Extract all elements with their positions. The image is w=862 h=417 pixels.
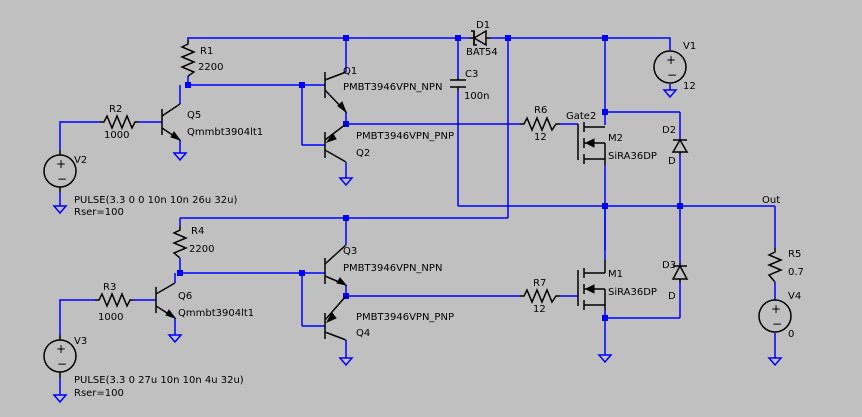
component-labels: R1 2200 R2 1000 R3 1000 R4 2200 R5 0.7 R… [74, 20, 804, 399]
svg-text:+: + [56, 342, 66, 356]
transistor-q2[interactable] [324, 123, 347, 163]
transistor-q6[interactable] [155, 282, 177, 319]
label-m2: M2 [608, 133, 623, 144]
label-r1-value: 2200 [198, 62, 223, 73]
label-r4: R4 [191, 226, 204, 237]
diode-d1[interactable] [470, 29, 490, 47]
voltage-source-v4[interactable]: + − [758, 299, 792, 333]
label-m1: M1 [608, 269, 623, 280]
wires [59, 37, 776, 395]
mosfet-m2[interactable] [577, 122, 606, 165]
label-v2-value: PULSE(3.3 0 0 10n 10n 26u 32u) [74, 195, 237, 206]
label-q1-model: PMBT3946VPN_NPN [343, 82, 442, 93]
label-q6-model: Qmmbt3904lt1 [178, 308, 254, 319]
label-m2-model: SiRA36DP [608, 151, 657, 162]
label-d1: D1 [476, 20, 490, 31]
label-q5: Q5 [187, 110, 201, 121]
label-q6: Q6 [178, 291, 192, 302]
label-r7: R7 [533, 278, 546, 289]
label-v4-value: 0 [788, 329, 794, 340]
label-q2-model: PMBT3946VPN_PNP [356, 131, 454, 142]
label-r7-value: 12 [533, 304, 546, 315]
net-label-out: Out [762, 195, 780, 206]
label-c3: C3 [465, 69, 478, 80]
transistor-q1[interactable] [324, 71, 348, 114]
voltage-source-v2[interactable]: + − [43, 150, 77, 192]
ground-symbols [52, 89, 783, 404]
resistor-r6[interactable] [520, 116, 560, 132]
label-v4: V4 [788, 291, 801, 302]
label-q4-model: PMBT3946VPN_PNP [356, 312, 454, 323]
svg-text:+: + [56, 157, 66, 171]
svg-text:−: − [667, 68, 677, 82]
label-v3-rser: Rser=100 [74, 388, 124, 399]
diode-d2[interactable] [671, 138, 689, 155]
label-v2: V2 [74, 155, 87, 166]
label-q1: Q1 [343, 66, 357, 77]
label-r6-value: 12 [534, 132, 547, 143]
resistor-r2[interactable] [100, 114, 138, 130]
mosfet-m1[interactable] [577, 260, 606, 310]
label-q3-model: PMBT3946VPN_NPN [343, 263, 442, 274]
label-d2-model: D [668, 156, 676, 167]
label-v3-value: PULSE(3.3 0 27u 10n 10n 4u 32u) [74, 375, 244, 386]
resistor-r3[interactable] [95, 292, 133, 308]
transistor-q5[interactable] [161, 103, 182, 141]
label-r1: R1 [200, 46, 213, 57]
capacitor-c3[interactable] [450, 78, 466, 90]
label-v1: V1 [683, 41, 696, 52]
label-d1-model: BAT54 [466, 47, 498, 58]
transistor-q4[interactable] [324, 295, 347, 341]
label-r6: R6 [534, 105, 547, 116]
label-r4-value: 2200 [189, 244, 214, 255]
label-d2: D2 [662, 125, 676, 136]
label-c3-value: 100n [464, 91, 489, 102]
resistor-r1[interactable] [180, 40, 196, 77]
resistor-r4[interactable] [172, 226, 188, 259]
voltage-source-v1[interactable]: + − [653, 50, 687, 84]
transistor-q3[interactable] [324, 244, 348, 286]
label-r2-value: 1000 [104, 130, 129, 141]
label-r5-value: 0.7 [788, 267, 804, 278]
net-label-gate2: Gate2 [566, 111, 596, 122]
label-m1-model: SiRA36DP [608, 287, 657, 298]
diode-d3[interactable] [671, 263, 689, 282]
label-v3: V3 [74, 336, 87, 347]
label-v1-value: 12 [683, 81, 696, 92]
label-r3: R3 [103, 282, 116, 293]
label-r3-value: 1000 [98, 312, 123, 323]
svg-text:+: + [666, 53, 676, 67]
label-r2: R2 [109, 104, 122, 115]
resistor-r5[interactable] [767, 248, 783, 283]
voltage-source-v3[interactable]: + − [43, 335, 77, 378]
label-v2-rser: Rser=100 [74, 207, 124, 218]
resistor-r7[interactable] [520, 288, 560, 304]
label-q3: Q3 [343, 246, 357, 257]
label-d3: D3 [662, 260, 676, 271]
svg-text:−: − [772, 317, 782, 331]
label-q5-model: Qmmbt3904lt1 [187, 127, 263, 138]
svg-text:+: + [771, 302, 781, 316]
label-q4: Q4 [356, 328, 370, 339]
svg-text:−: − [57, 357, 67, 371]
svg-text:−: − [57, 172, 67, 186]
label-d3-model: D [668, 291, 676, 302]
label-q2: Q2 [356, 148, 370, 159]
label-r5: R5 [788, 249, 801, 260]
